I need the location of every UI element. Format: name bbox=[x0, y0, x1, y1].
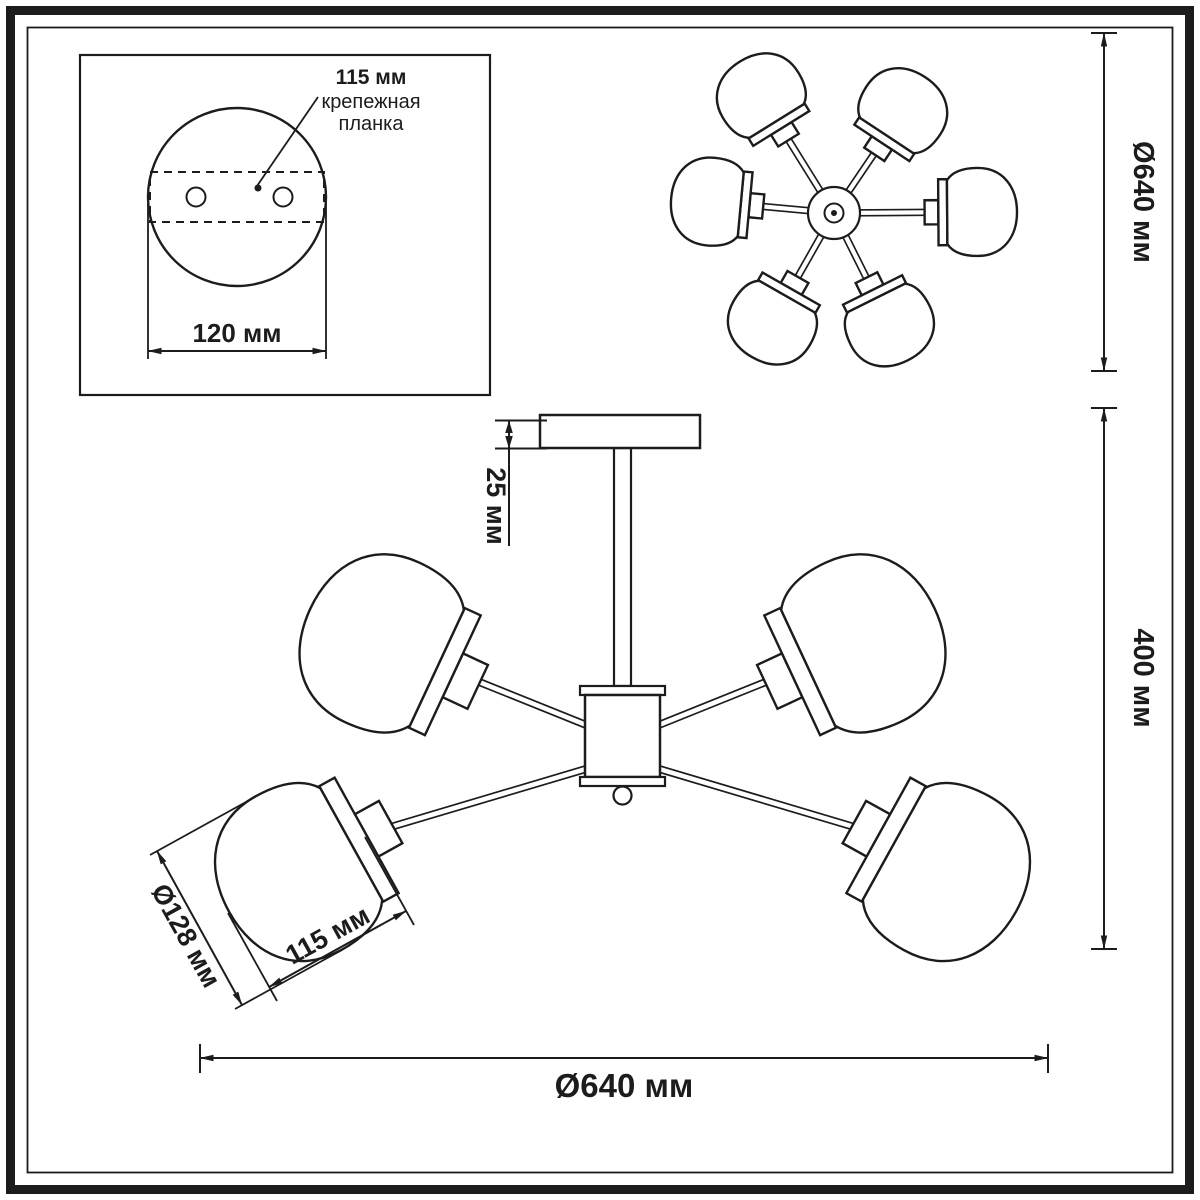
body-top-cap bbox=[578, 684, 667, 697]
mounting-hole-right bbox=[272, 186, 294, 208]
canopy-base-circle bbox=[146, 106, 328, 288]
lamp-shade bbox=[836, 51, 964, 180]
body-bottom-cap bbox=[578, 775, 667, 788]
ceiling-canopy bbox=[538, 413, 702, 450]
bracket-label-line1: крепежная bbox=[321, 91, 420, 113]
bracket-label-line2: планка bbox=[339, 113, 405, 135]
plate-width-dimension: 120 мм bbox=[147, 204, 327, 359]
center-body bbox=[583, 693, 662, 779]
mounting-plate-inset: 115 мм крепежная планка 120 мм bbox=[78, 53, 492, 397]
lamp-shade bbox=[273, 529, 515, 767]
canopy-height-dimension: 25 мм bbox=[481, 419, 547, 546]
plate-width-label: 120 мм bbox=[192, 318, 281, 348]
lamp-shade bbox=[812, 745, 1059, 989]
shade-diameter-label: Ø128 мм bbox=[145, 879, 226, 993]
mounting-bracket-dashed bbox=[149, 171, 325, 223]
side-view bbox=[186, 413, 1059, 989]
lamp-shade bbox=[701, 37, 828, 165]
lamp-shade bbox=[665, 152, 769, 252]
total-height-label: 400 мм bbox=[1127, 628, 1159, 727]
lamp-shade bbox=[712, 253, 838, 381]
total-diameter-dimension: Ø640 мм bbox=[199, 1044, 1049, 1104]
lamp-shade bbox=[825, 256, 949, 382]
mounting-hole-left bbox=[185, 186, 207, 208]
finial-ball bbox=[612, 785, 633, 806]
plate-offset-label: 115 мм bbox=[336, 66, 407, 89]
leader-dot bbox=[254, 184, 262, 192]
inset-border bbox=[78, 53, 492, 397]
leader-line bbox=[256, 96, 319, 187]
page-frame bbox=[6, 6, 1194, 1194]
top-view-diameter-dimension: Ø640 мм bbox=[1091, 32, 1159, 372]
total-height-dimension: 400 мм bbox=[1091, 407, 1159, 950]
top-view bbox=[665, 37, 1019, 382]
top-view-diameter-label: Ø640 мм bbox=[1127, 141, 1159, 263]
lamp-shade bbox=[730, 529, 972, 767]
ceiling-rod bbox=[612, 446, 633, 688]
lamp-shade bbox=[922, 166, 1019, 258]
total-diameter-label: Ø640 мм bbox=[555, 1067, 694, 1104]
canopy-height-label: 25 мм bbox=[481, 467, 511, 544]
